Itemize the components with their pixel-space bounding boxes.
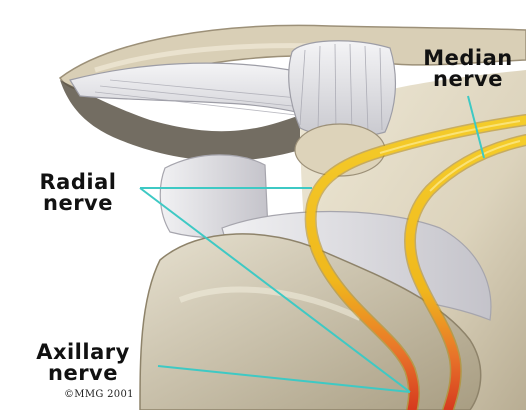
median-label-line1: Median: [398, 48, 526, 69]
axillary-nerve-label: Axillary nerve: [8, 342, 158, 384]
radial-nerve-label: Radial nerve: [18, 172, 138, 214]
copyright-notice: ©MMG 2001: [64, 389, 134, 400]
median-nerve-label: Median nerve: [398, 48, 526, 90]
radial-label-line2: nerve: [18, 193, 138, 214]
radial-label-line1: Radial: [18, 172, 138, 193]
axillary-label-line2: nerve: [8, 363, 158, 384]
median-label-line2: nerve: [398, 69, 526, 90]
axillary-label-line1: Axillary: [8, 342, 158, 363]
